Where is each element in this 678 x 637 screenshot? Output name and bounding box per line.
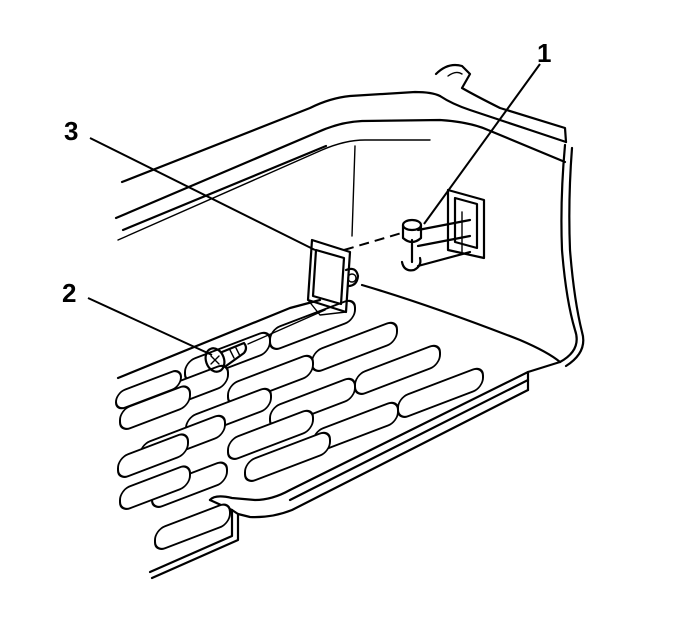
tie-down-bracket [306, 238, 360, 316]
callout-3: 3 [64, 116, 78, 146]
screw-path-line [247, 309, 326, 345]
mounting-screw [204, 341, 248, 373]
callout-1: 1 [537, 38, 551, 68]
wall-anchor-bracket [416, 188, 486, 268]
retainer-pin [400, 218, 423, 272]
leader-line-3 [89, 137, 316, 251]
leader-line-2 [87, 297, 213, 356]
assembly-line [343, 231, 406, 251]
callout-2: 2 [62, 278, 76, 308]
floor-ribs [115, 299, 484, 550]
floor-panel [114, 63, 585, 580]
leader-line-1 [423, 63, 541, 225]
